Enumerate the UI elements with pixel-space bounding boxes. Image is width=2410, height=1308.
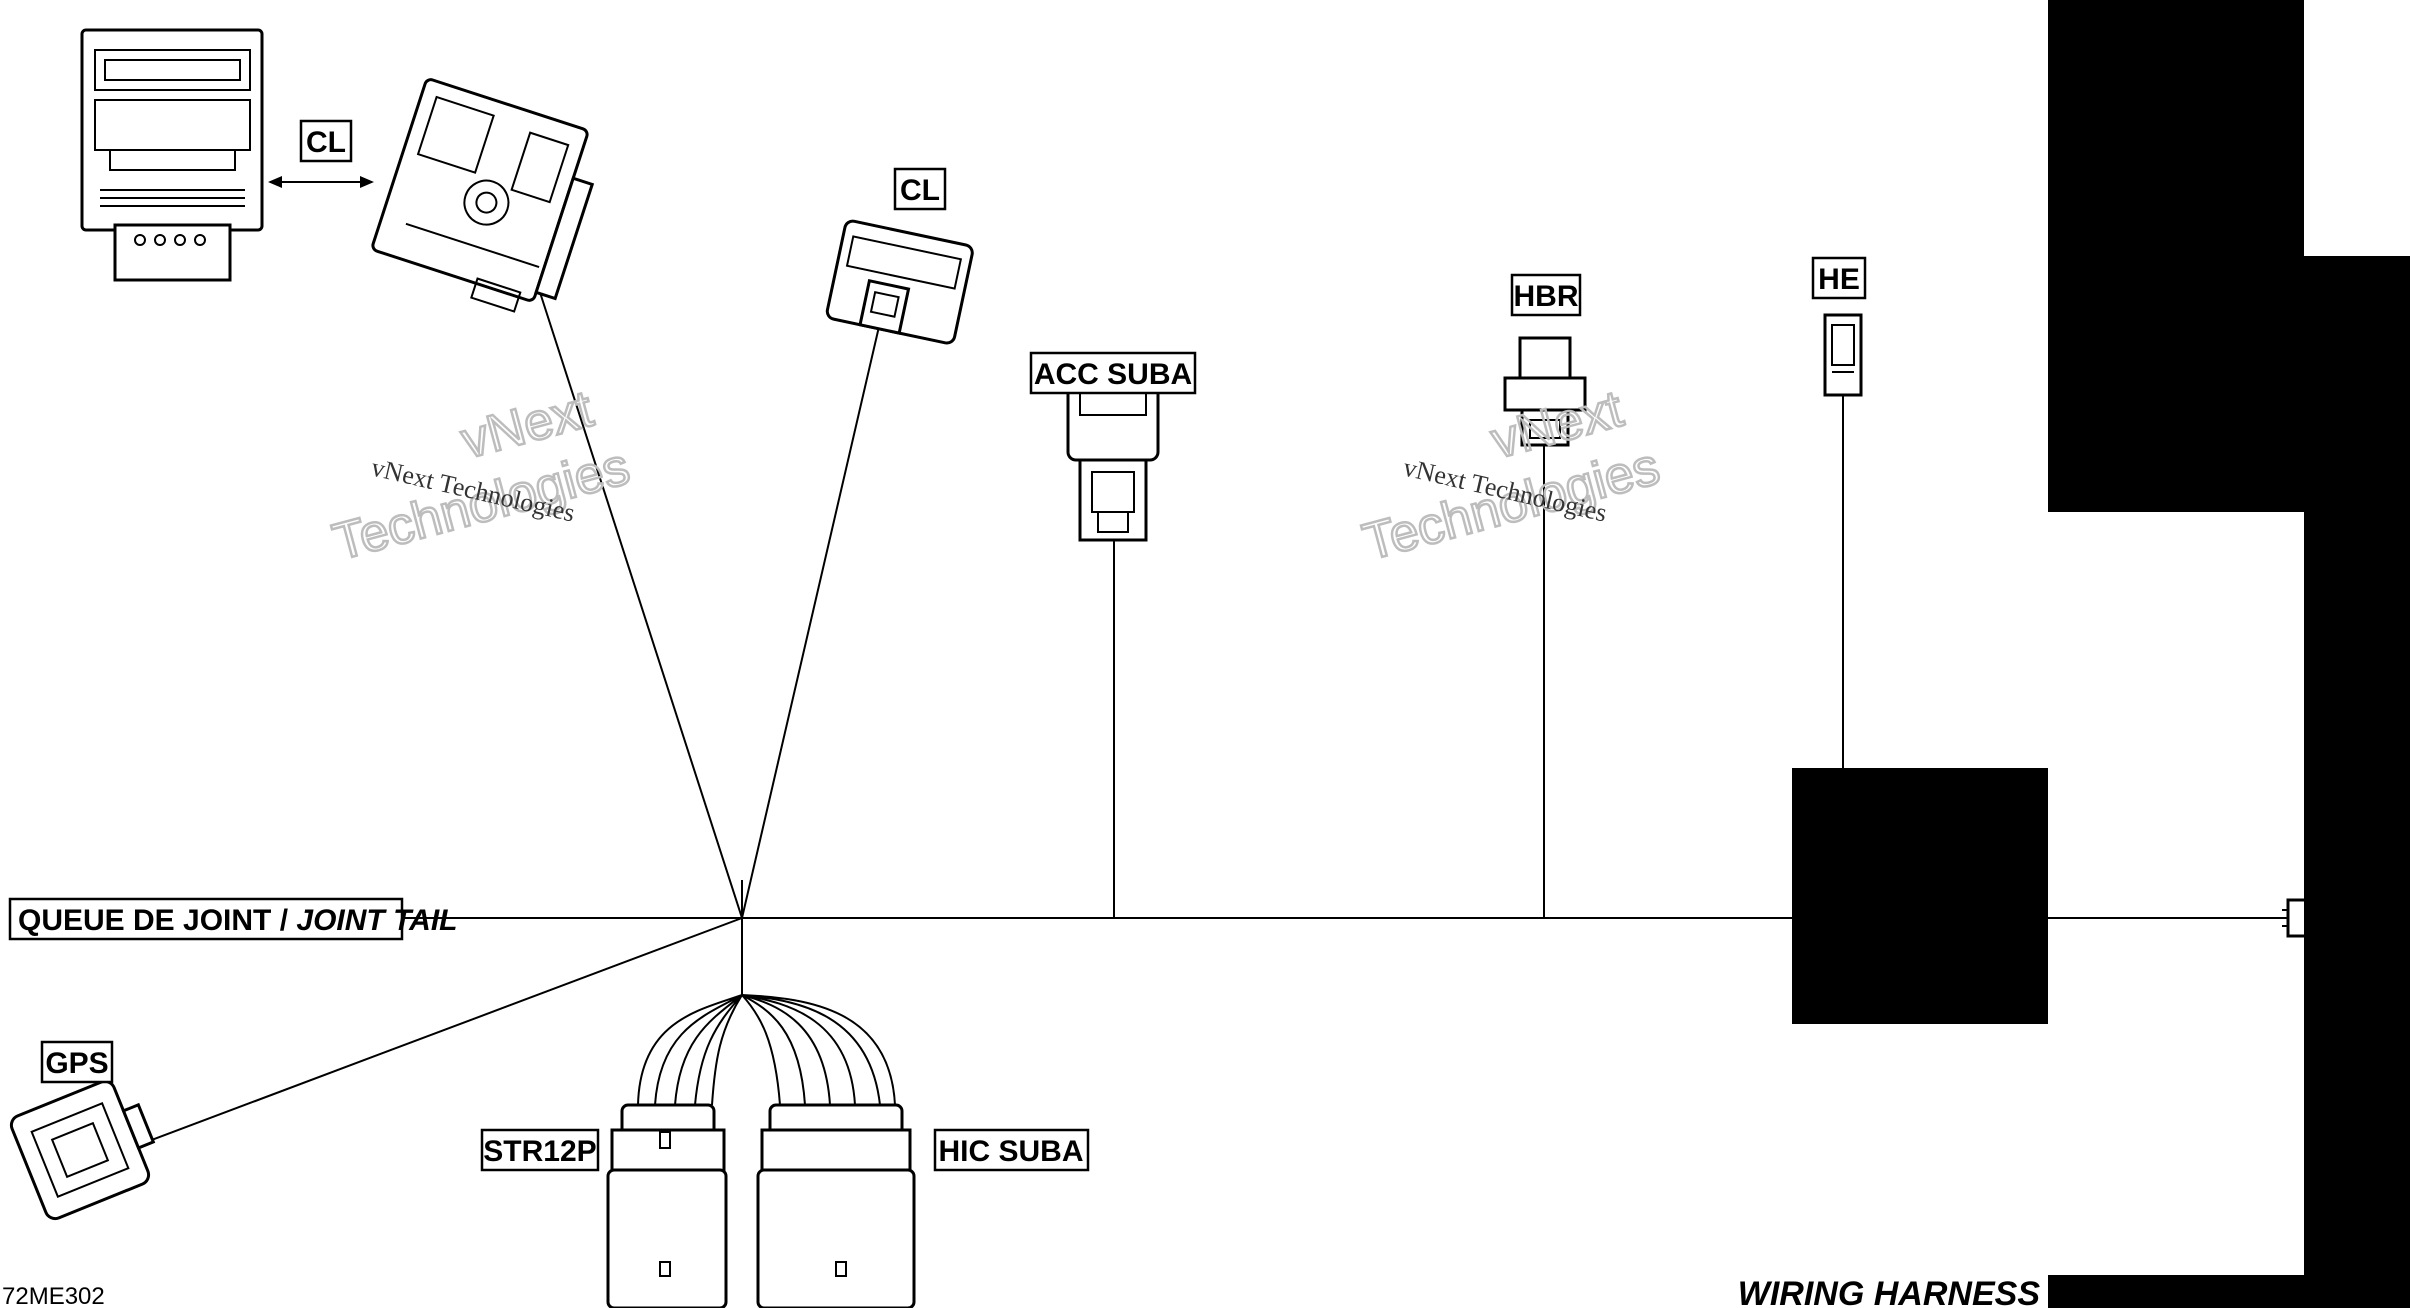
redaction-block-right-strip	[2304, 256, 2410, 1308]
double-arrow	[268, 176, 374, 188]
label-joint-tail-text: QUEUE DE JOINT / JOINT TAIL	[18, 904, 458, 937]
drawing-code: 72ME302	[2, 1283, 105, 1308]
cl-mid-connector-drawing	[825, 219, 974, 345]
wire-to-cl-connector	[535, 279, 743, 919]
label-joint-tail: QUEUE DE JOINT / JOINT TAIL	[8, 897, 458, 941]
wire-to-cl-mid-connector	[741, 304, 885, 919]
label-str12p: STR12P	[480, 1128, 600, 1172]
wire-to-gps	[124, 917, 743, 1151]
cl-connector-front-drawing	[80, 28, 264, 282]
cl-connector-side-drawing	[371, 78, 595, 313]
footer-title: WIRING HARNESS	[1738, 1275, 2041, 1308]
label-he: HE	[1811, 256, 1867, 300]
he-connector-drawing	[1823, 313, 1863, 397]
redaction-block-footer	[2048, 1275, 2304, 1308]
label-joint-tail-plain: QUEUE DE JOINT /	[18, 904, 296, 937]
label-acc-suba: ACC SUBA	[1029, 351, 1197, 395]
label-gps-text: GPS	[45, 1047, 108, 1080]
label-str12p-text: STR12P	[483, 1135, 596, 1168]
label-cl-top: CL	[299, 119, 353, 163]
gps-connector-drawing	[9, 1079, 156, 1221]
label-acc-suba-text: ACC SUBA	[1034, 358, 1192, 391]
label-cl-mid: CL	[893, 167, 947, 211]
watermark-left: vNext Technologies	[326, 379, 637, 574]
label-hbr: HBR	[1510, 273, 1582, 317]
hbr-connector-drawing	[1503, 336, 1587, 447]
redaction-block-center	[1792, 768, 2048, 1024]
label-cl-mid-text: CL	[900, 174, 940, 207]
label-hic-suba-text: HIC SUBA	[938, 1135, 1083, 1168]
label-he-text: HE	[1818, 263, 1860, 296]
label-gps: GPS	[40, 1040, 114, 1084]
label-cl-top-text: CL	[306, 126, 346, 159]
str12p-connector-drawing	[606, 1103, 728, 1308]
watermark-right: vNext Technologies	[1356, 379, 1667, 574]
label-hbr-text: HBR	[1514, 280, 1579, 313]
label-joint-tail-italic: JOINT TAIL	[296, 904, 457, 937]
redaction-block-right-top	[2048, 0, 2304, 512]
hic-suba-connector-drawing	[756, 1103, 916, 1308]
label-hic-suba: HIC SUBA	[933, 1128, 1090, 1172]
wire-fan-str12p	[637, 994, 743, 1106]
wire-fan-hic-suba	[741, 994, 896, 1106]
